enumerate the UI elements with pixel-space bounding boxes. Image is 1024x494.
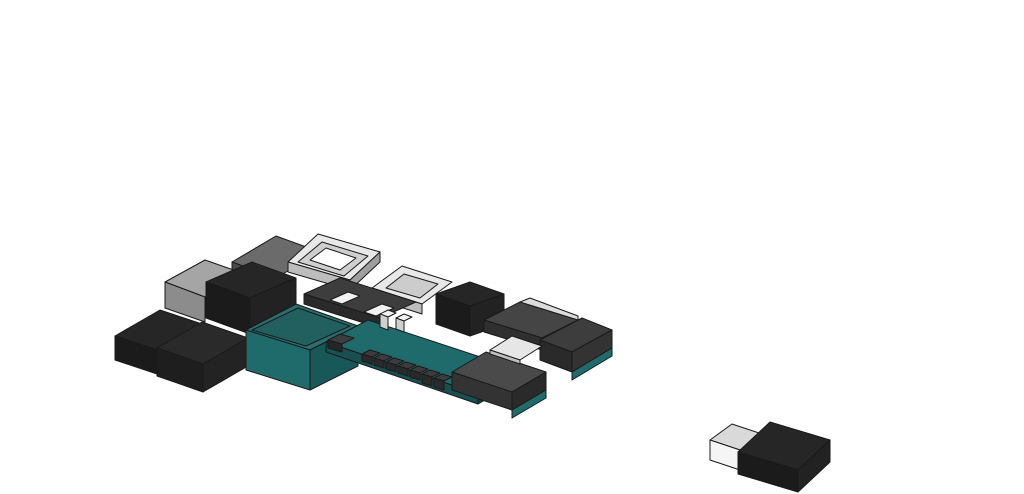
block-light-gray-small <box>709 423 763 471</box>
block-white-lattice-back <box>287 233 381 291</box>
block-white-tile <box>489 335 543 365</box>
block-white-posts <box>379 309 413 333</box>
main-building-cluster <box>114 233 613 419</box>
small-detached-block <box>709 421 831 493</box>
block-dark-gray-front <box>451 351 547 419</box>
block-small-dark <box>327 333 355 353</box>
block-black-small <box>737 421 831 493</box>
block-dark-stripes <box>303 277 417 329</box>
